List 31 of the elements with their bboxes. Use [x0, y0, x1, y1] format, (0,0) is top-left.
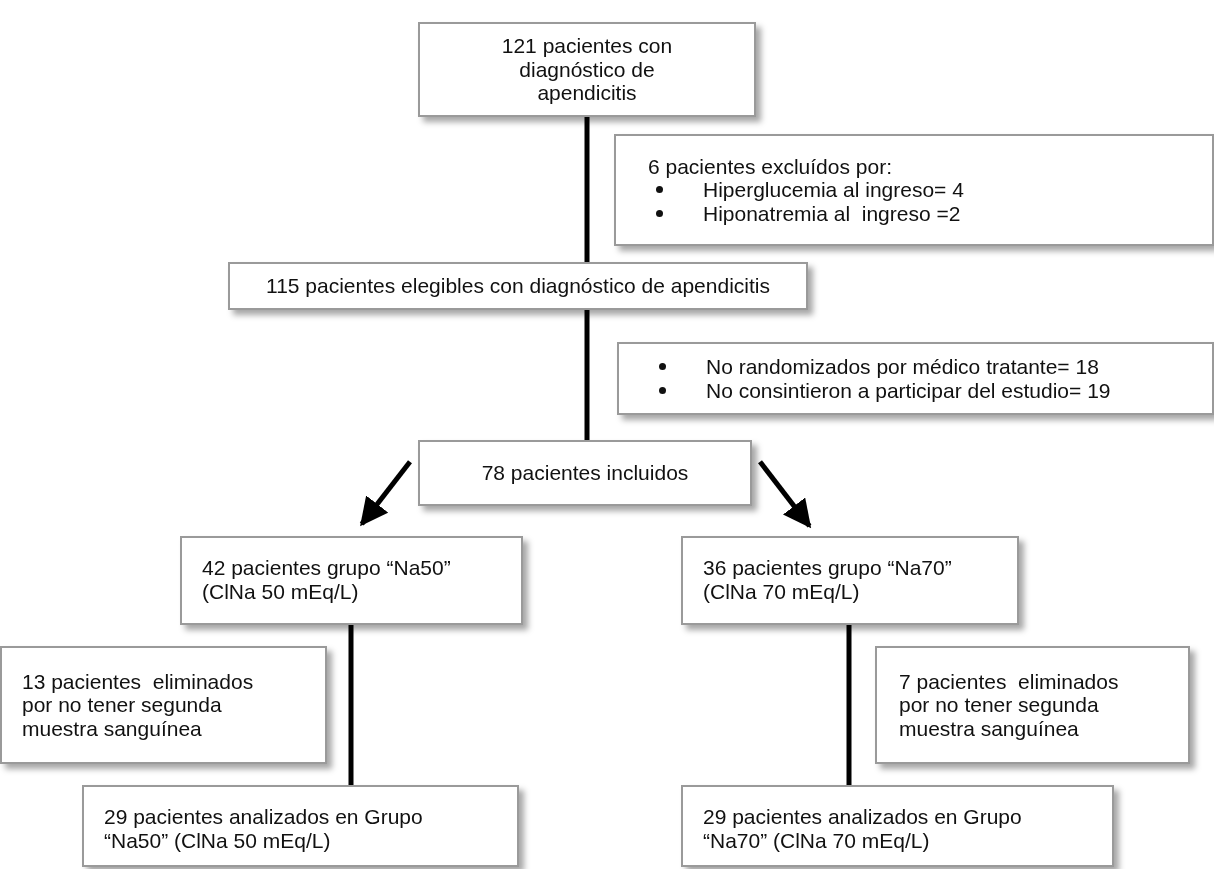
arrow	[359, 460, 412, 527]
box-text: 36 pacientes grupo “Na70” (ClNa 70 mEq/L)	[703, 556, 953, 604]
box-text: 29 pacientes analizados en Grupo “Na70” (ClNa 70 mEq/L)	[703, 805, 1023, 853]
process-box	[0, 646, 327, 764]
box-text: 42 pacientes grupo “Na50” (ClNa 50 mEq/L)	[202, 556, 452, 604]
box-text: 78 pacientes incluidos	[481, 461, 689, 485]
box-text: 29 pacientes analizados en Grupo “Na50” (ClNa 50 mEq/L)	[104, 805, 424, 853]
connector-line	[584, 117, 590, 262]
list-item-text: No consintieron a participar del estudio= 19	[706, 378, 1111, 402]
connector-line	[348, 625, 354, 785]
connector-line	[846, 625, 852, 785]
list-item-text: Hiperglucemia al ingreso= 4	[703, 178, 964, 202]
process-box	[418, 22, 756, 117]
box-text: 121 pacientes con diagnóstico de apendicitis	[500, 34, 674, 105]
process-box	[617, 342, 1214, 415]
process-box	[614, 134, 1214, 246]
process-box	[228, 262, 808, 310]
connector-line	[584, 310, 590, 440]
process-box	[681, 536, 1019, 625]
arrow	[758, 460, 812, 529]
box-text: 7 pacientes eliminados por no tener segunda muestra sanguínea	[899, 669, 1120, 741]
list-item-text: No randomizados por médico tratante= 18	[706, 355, 1099, 379]
process-box	[681, 785, 1114, 867]
box-text: 6 pacientes excluídos por:	[648, 154, 892, 179]
process-box	[418, 440, 752, 506]
box-text: 115 pacientes elegibles con diagnóstico de apendicitis	[266, 274, 770, 298]
list-item-text: Hiponatremia al ingreso =2	[703, 201, 961, 226]
process-box	[875, 646, 1190, 764]
process-box	[180, 536, 523, 625]
process-box	[82, 785, 519, 867]
box-text: 13 pacientes eliminados por no tener segunda muestra sanguínea	[22, 669, 255, 741]
